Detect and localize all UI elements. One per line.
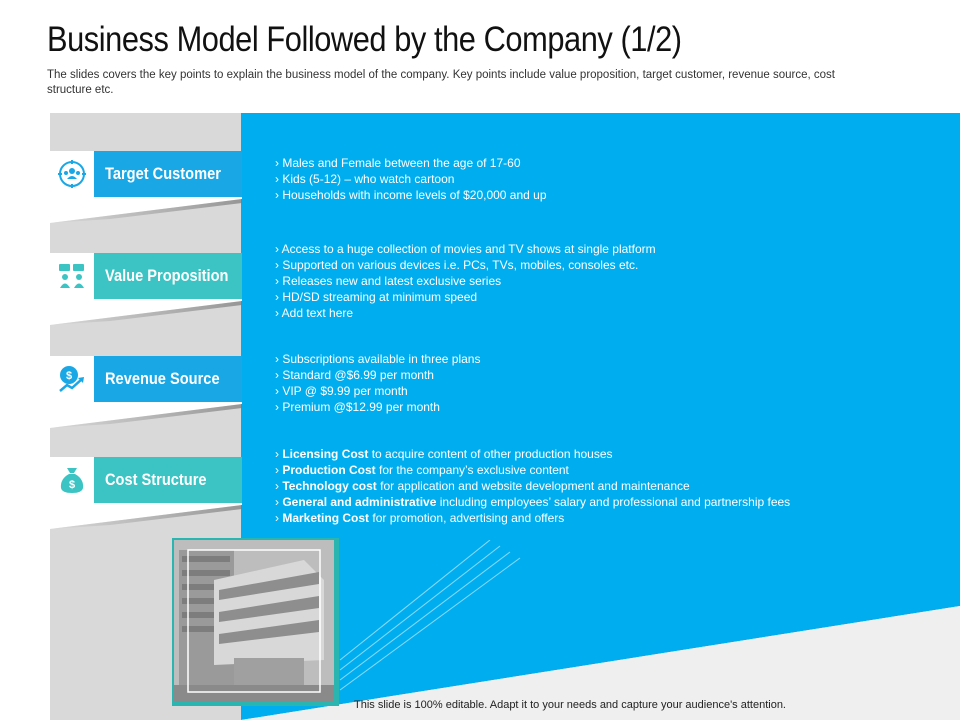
bullet-item: › Standard @$6.99 per month bbox=[275, 367, 480, 383]
bullet-text: Households with income levels of $20,000… bbox=[282, 188, 547, 202]
icon-box: $ bbox=[50, 356, 94, 402]
bullet-marker: › bbox=[275, 400, 283, 414]
row-shadow bbox=[50, 197, 242, 223]
bullet-text: for application and website development … bbox=[376, 479, 690, 493]
row-label-revenue-source: Revenue Source bbox=[105, 369, 220, 388]
building-photo bbox=[174, 540, 334, 702]
revenue-source-bullets: › Subscriptions available in three plans… bbox=[275, 351, 480, 415]
icon-box bbox=[50, 151, 94, 197]
bullet-marker: › bbox=[275, 463, 283, 477]
bottom-grey-wedge bbox=[241, 540, 960, 720]
chat-people-icon bbox=[59, 264, 84, 288]
bullet-bold-text: Technology cost bbox=[282, 479, 377, 493]
row-revenue-source: $ Revenue Source bbox=[50, 356, 242, 402]
bullet-text: for the company’s exclusive content bbox=[375, 463, 569, 477]
people-target-icon bbox=[58, 160, 86, 188]
bullet-text: VIP @ $9.99 per month bbox=[282, 384, 408, 398]
bullet-marker: › bbox=[275, 384, 283, 398]
bullet-text: for promotion, advertising and offers bbox=[369, 511, 565, 525]
bullet-item: › Marketing Cost for promotion, advertis… bbox=[275, 510, 790, 526]
bullet-marker: › bbox=[275, 242, 282, 256]
bullet-text: Premium @$12.99 per month bbox=[282, 400, 440, 414]
building-image bbox=[174, 540, 334, 702]
bullet-marker: › bbox=[275, 511, 283, 525]
bullet-marker: › bbox=[275, 479, 283, 493]
money-bag-icon: $ bbox=[60, 468, 84, 493]
footer-note: This slide is 100% editable. Adapt it to… bbox=[354, 699, 786, 711]
icon-box: $ bbox=[50, 457, 94, 503]
row-label-text-box: Value Proposition bbox=[94, 253, 242, 299]
bullet-text: including employees’ salary and professi… bbox=[436, 495, 791, 509]
bullet-text: Subscriptions available in three plans bbox=[282, 352, 481, 366]
bullet-text: Access to a huge collection of movies an… bbox=[281, 242, 656, 256]
bullet-marker: › bbox=[275, 352, 283, 366]
bullet-bold-text: General and administrative bbox=[282, 495, 437, 509]
bullet-item: › Access to a huge collection of movies … bbox=[275, 241, 656, 257]
dollar-growth-icon: $ bbox=[59, 366, 84, 392]
row-label-text-box: Cost Structure bbox=[94, 457, 242, 503]
bullet-text: Supported on various devices i.e. PCs, T… bbox=[282, 258, 639, 272]
bullet-marker: › bbox=[275, 188, 283, 202]
row-label-cost-structure: Cost Structure bbox=[105, 470, 207, 489]
cost-structure-bullets: › Licensing Cost to acquire content of o… bbox=[275, 446, 790, 526]
bullet-text: HD/SD streaming at minimum speed bbox=[282, 290, 478, 304]
bullet-item: › Kids (5-12) – who watch cartoon bbox=[275, 171, 547, 187]
row-shadow bbox=[50, 299, 242, 325]
svg-text:$: $ bbox=[66, 370, 72, 382]
bullet-marker: › bbox=[275, 274, 283, 288]
bullet-text: Kids (5-12) – who watch cartoon bbox=[282, 172, 455, 186]
bullet-marker: › bbox=[275, 306, 282, 320]
icon-box bbox=[50, 253, 94, 299]
bullet-text: Add text here bbox=[281, 306, 354, 320]
bullet-item: › Releases new and latest exclusive seri… bbox=[275, 273, 656, 289]
bullet-item: › Production Cost for the company’s excl… bbox=[275, 462, 790, 478]
bullet-item: › Technology cost for application and we… bbox=[275, 478, 790, 494]
row-target-customer: Target Customer bbox=[50, 151, 242, 197]
content-blue-panel bbox=[241, 113, 960, 543]
bullet-text: Standard @$6.99 per month bbox=[282, 368, 434, 382]
row-label-text-box: Target Customer bbox=[94, 151, 242, 197]
bullet-item: › Households with income levels of $20,0… bbox=[275, 187, 547, 203]
bullet-item: › Males and Female between the age of 17… bbox=[275, 155, 547, 171]
bullet-marker: › bbox=[275, 447, 283, 461]
bullet-marker: › bbox=[275, 495, 283, 509]
row-label-target-customer: Target Customer bbox=[105, 164, 221, 183]
row-label-value-proposition: Value Proposition bbox=[105, 266, 229, 285]
svg-text:$: $ bbox=[69, 479, 75, 491]
slide-title: Business Model Followed by the Company (… bbox=[47, 20, 682, 59]
row-label-text-box: Revenue Source bbox=[94, 356, 242, 402]
bullet-marker: › bbox=[275, 156, 283, 170]
row-shadow bbox=[50, 503, 242, 529]
bullet-marker: › bbox=[275, 368, 283, 382]
slide-subtitle: The slides covers the key points to expl… bbox=[47, 69, 835, 96]
row-cost-structure: $ Cost Structure bbox=[50, 457, 242, 503]
bullet-marker: › bbox=[275, 258, 283, 272]
bullet-item: › HD/SD streaming at minimum speed bbox=[275, 289, 656, 305]
bullet-item: › General and administrative including e… bbox=[275, 494, 790, 510]
bullet-text: to acquire content of other production h… bbox=[368, 447, 613, 461]
bullet-marker: › bbox=[275, 290, 283, 304]
bullet-text: Releases new and latest exclusive series bbox=[282, 274, 502, 288]
bullet-item: › Licensing Cost to acquire content of o… bbox=[275, 446, 790, 462]
bullet-item: › VIP @ $9.99 per month bbox=[275, 383, 480, 399]
value-proposition-bullets: › Access to a huge collection of movies … bbox=[275, 241, 656, 321]
bullet-item: › Add text here bbox=[275, 305, 656, 321]
bullet-item: › Subscriptions available in three plans bbox=[275, 351, 480, 367]
target-customer-bullets: › Males and Female between the age of 17… bbox=[275, 155, 547, 203]
bullet-item: › Premium @$12.99 per month bbox=[275, 399, 480, 415]
bullet-bold-text: Marketing Cost bbox=[282, 511, 370, 525]
bullet-bold-text: Licensing Cost bbox=[282, 447, 369, 461]
bullet-marker: › bbox=[275, 172, 283, 186]
row-value-proposition: Value Proposition bbox=[50, 253, 242, 299]
bullet-text: Males and Female between the age of 17-6… bbox=[282, 156, 521, 170]
row-shadow bbox=[50, 402, 242, 428]
bullet-item: › Supported on various devices i.e. PCs,… bbox=[275, 257, 656, 273]
bullet-bold-text: Production Cost bbox=[282, 463, 376, 477]
